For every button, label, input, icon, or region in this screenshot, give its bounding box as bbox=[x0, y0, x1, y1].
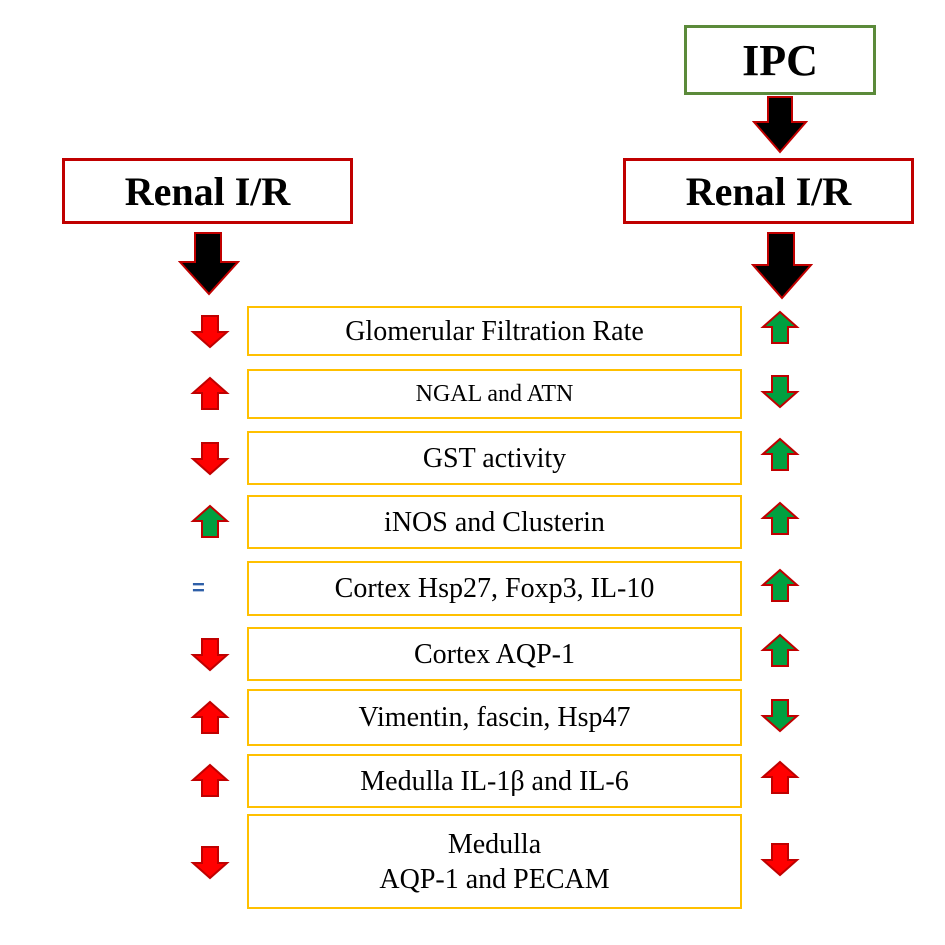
arrow-up-red-icon bbox=[190, 700, 230, 734]
effect-label: iNOS and Clusterin bbox=[384, 506, 605, 538]
effect-row: Glomerular Filtration Rate bbox=[247, 306, 742, 356]
effect-label: Cortex AQP-1 bbox=[414, 638, 575, 670]
arrow-down-red-icon bbox=[190, 315, 230, 349]
arrow-down-red-icon bbox=[190, 442, 230, 476]
arrow-up-green-icon bbox=[760, 501, 800, 535]
ipc-box: IPC bbox=[684, 25, 876, 95]
right-down-arrow-icon bbox=[751, 232, 813, 300]
no-change-equal-icon: = bbox=[192, 574, 205, 600]
effect-label: Vimentin, fascin, Hsp47 bbox=[358, 702, 631, 733]
arrow-up-red-icon bbox=[760, 760, 800, 794]
renal-ir-left-label: Renal I/R bbox=[124, 168, 291, 214]
effect-row: Cortex AQP-1 bbox=[247, 627, 742, 681]
effect-label: Glomerular Filtration Rate bbox=[345, 315, 644, 347]
renal-ir-right-label: Renal I/R bbox=[685, 168, 852, 214]
arrow-up-green-icon bbox=[190, 504, 230, 538]
arrow-down-red-icon bbox=[190, 638, 230, 672]
left-down-arrow-icon bbox=[178, 232, 240, 296]
effect-label: Medulla IL-1β and IL-6 bbox=[360, 765, 629, 797]
effect-label: GST activity bbox=[422, 442, 567, 474]
effect-row: NGAL and ATN bbox=[247, 369, 742, 419]
ipc-down-arrow-icon bbox=[752, 96, 808, 154]
effect-row: Medulla IL-1β and IL-6 bbox=[247, 754, 742, 808]
effect-row: Vimentin, fascin, Hsp47 bbox=[247, 689, 742, 746]
effect-row: iNOS and Clusterin bbox=[247, 495, 742, 549]
arrow-down-red-icon bbox=[190, 845, 230, 879]
arrow-down-green-icon bbox=[760, 698, 800, 732]
arrow-up-red-icon bbox=[190, 376, 230, 410]
effect-label-line-2: AQP-1 and PECAM bbox=[379, 863, 610, 895]
renal-ir-left-box: Renal I/R bbox=[62, 158, 353, 224]
arrow-down-red-icon bbox=[760, 842, 800, 876]
effect-row: Cortex Hsp27, Foxp3, IL-10 bbox=[247, 561, 742, 616]
arrow-up-green-icon bbox=[760, 437, 800, 471]
renal-ir-right-box: Renal I/R bbox=[623, 158, 914, 224]
effect-row: GST activity bbox=[247, 431, 742, 485]
effect-label: Cortex Hsp27, Foxp3, IL-10 bbox=[334, 573, 655, 604]
arrow-down-green-icon bbox=[760, 375, 800, 409]
ipc-label: IPC bbox=[742, 35, 818, 85]
arrow-up-red-icon bbox=[190, 763, 230, 797]
arrow-up-green-icon bbox=[760, 633, 800, 667]
arrow-up-green-icon bbox=[760, 568, 800, 602]
effect-label: NGAL and ATN bbox=[415, 381, 574, 407]
effect-label-line-1: Medulla bbox=[447, 828, 542, 860]
arrow-up-green-icon bbox=[760, 310, 800, 344]
